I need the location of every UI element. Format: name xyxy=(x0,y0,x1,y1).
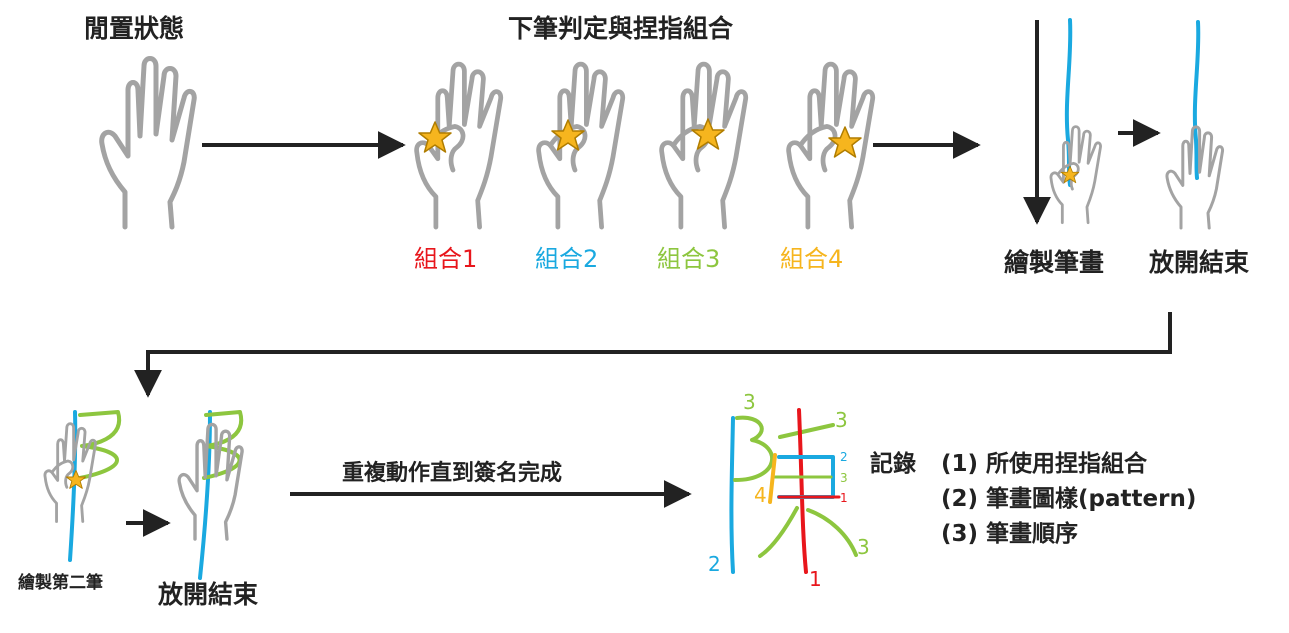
combo-1-star-icon xyxy=(418,121,452,153)
char-num-2-small: 2 xyxy=(840,450,848,464)
char-stroke-yellow-left xyxy=(768,453,777,504)
combo-2-label: 組合2 xyxy=(535,245,599,273)
second-stroke-green-pattern xyxy=(78,410,122,480)
second-stroke-hand-icon xyxy=(43,422,97,523)
pinch-judgement-title: 下筆判定與捏指組合 xyxy=(508,14,734,43)
char-num-3-top-left: 3 xyxy=(743,390,756,414)
release-stroke-blue-line xyxy=(1192,20,1201,180)
char-stroke-green-left-sweep xyxy=(758,506,799,558)
char-num-3-small: 3 xyxy=(840,471,848,485)
char-num-3-top-right: 3 xyxy=(835,408,848,432)
release-end-label-2: 放開結束 xyxy=(158,580,259,609)
combo-2-hand-icon xyxy=(539,64,623,227)
record-item-1: (1) 所使用捏指組合 xyxy=(941,451,1148,477)
draw-second-stroke-label: 繪製第二筆 xyxy=(18,573,103,593)
char-num-1-small: 1 xyxy=(840,491,848,505)
repeat-until-done-label: 重複動作直到簽名完成 xyxy=(342,461,563,486)
combo-4-hand-icon xyxy=(789,64,873,227)
record-heading: 記錄 xyxy=(870,451,916,477)
char-stroke-green-left-ear xyxy=(733,415,775,482)
idle-state-title: 閒置狀態 xyxy=(84,14,185,43)
char-stroke-green-right-sweep xyxy=(806,508,858,557)
char-num-3-bottom: 3 xyxy=(857,535,870,559)
arrow-connector-to-row2 xyxy=(134,312,1172,398)
release-end-label-1: 放開結束 xyxy=(1149,248,1250,277)
combo-3-label: 組合3 xyxy=(657,245,721,273)
combo-3-star-icon xyxy=(691,118,725,150)
char-num-1-bottom: 1 xyxy=(809,567,822,591)
char-stroke-red-vertical xyxy=(797,408,808,574)
char-num-4: 4 xyxy=(754,483,767,507)
record-item-2: (2) 筆畫圖樣(pattern) xyxy=(941,486,1197,512)
char-stroke-blue-left xyxy=(729,416,735,574)
release2-stroke-blue-line xyxy=(198,410,212,580)
draw-stroke-label: 繪製筆畫 xyxy=(1004,248,1105,277)
combo-4-label: 組合4 xyxy=(780,245,844,273)
idle-hand-icon xyxy=(102,59,195,228)
combo-1-label: 組合1 xyxy=(414,245,478,273)
char-num-2-bottom: 2 xyxy=(708,552,721,576)
char-stroke-green-top-bar xyxy=(778,423,835,439)
record-item-3: (3) 筆畫順序 xyxy=(941,521,1079,547)
